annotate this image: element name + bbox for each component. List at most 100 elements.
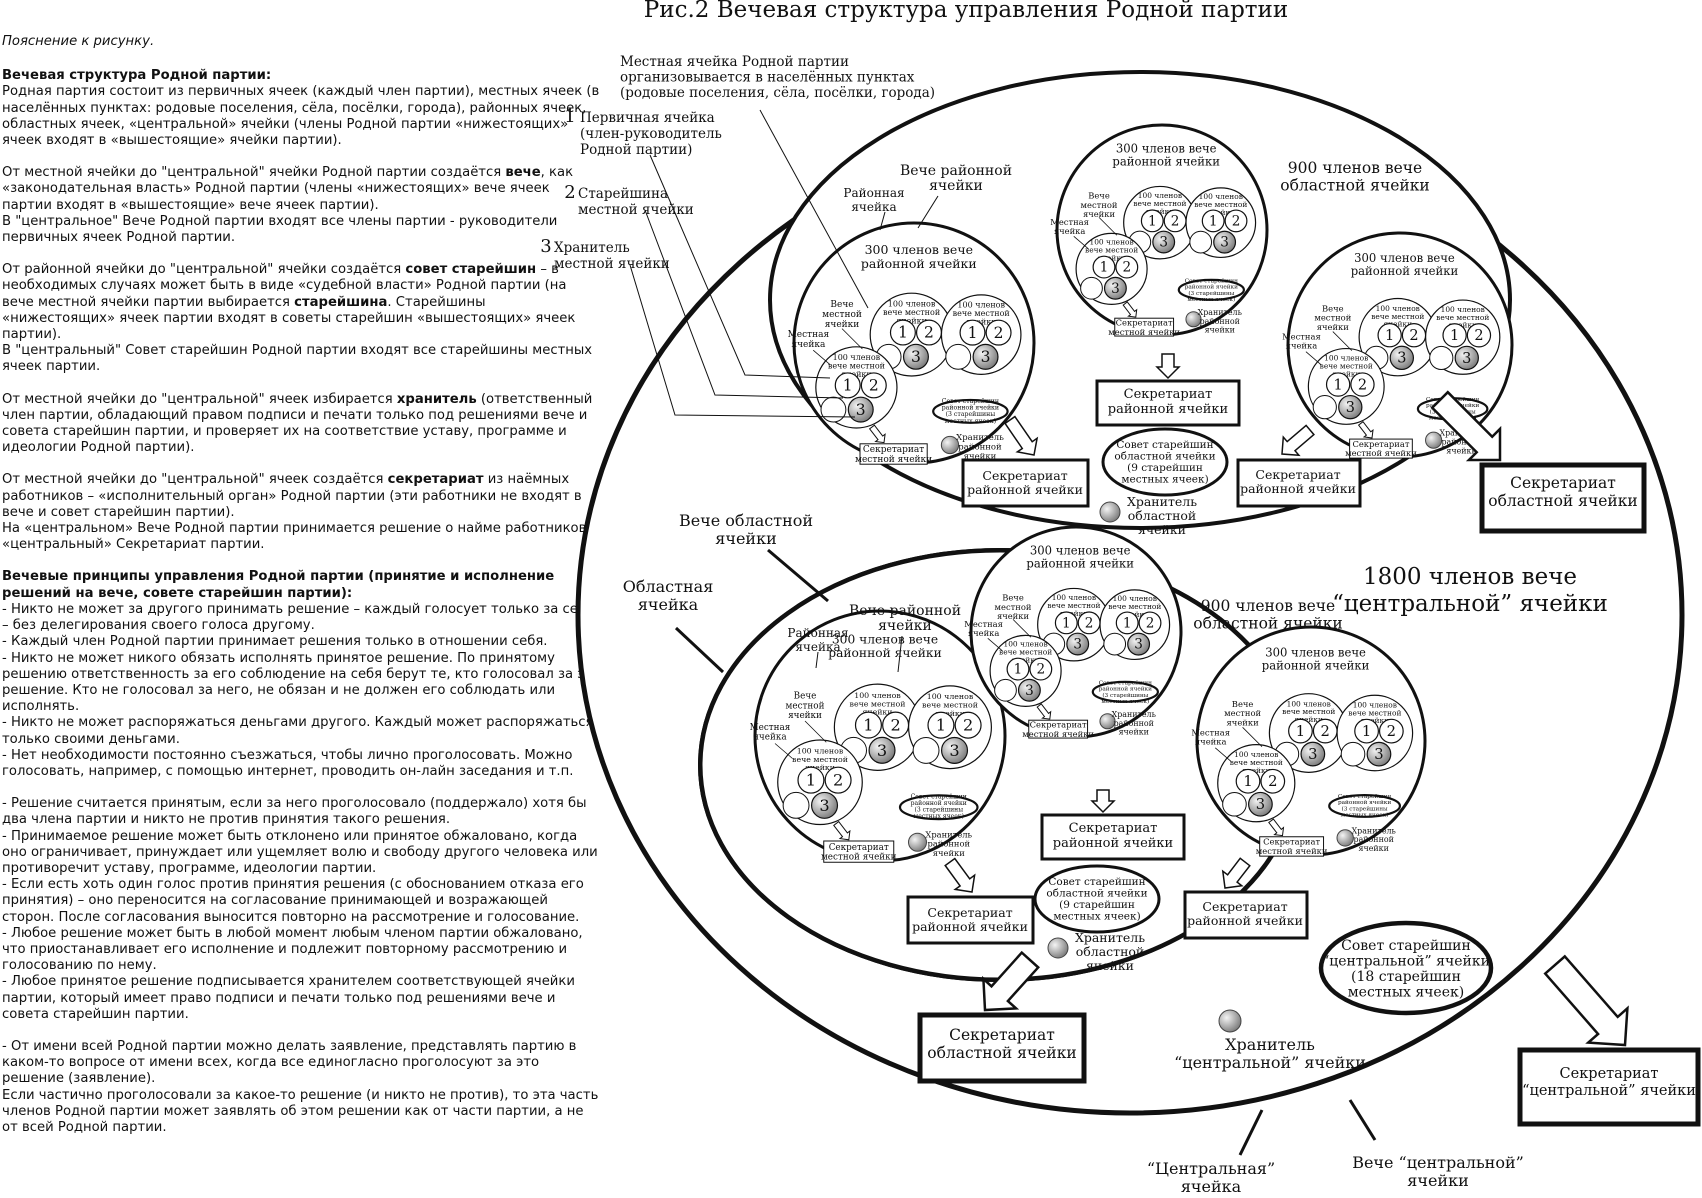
local-cell-name-line: Местная <box>1050 217 1089 227</box>
district-veche-count-line: районной ячейки <box>1351 264 1459 278</box>
label-pointer <box>1305 351 1322 366</box>
district-council-ellipse <box>932 398 1009 424</box>
region-secretariat-box <box>1479 462 1647 534</box>
primary-cell-1 <box>1115 611 1139 635</box>
local-veche-label-line: вече местной <box>1348 708 1401 717</box>
keeper-cell-3 <box>1017 678 1041 702</box>
label-pointer <box>841 328 863 350</box>
local-veche-name-line: ячейки <box>1317 322 1350 332</box>
keeper-cell-3-number-line: 3 <box>1374 746 1383 763</box>
district-secr-arrow-icon <box>1090 789 1116 814</box>
district-keeper-label-line: районной <box>958 443 1002 453</box>
local-veche-label-line: 100 членов <box>1199 192 1243 201</box>
region-council-label-line: Совет старейшин <box>1048 876 1145 888</box>
principles_b-item: - Любое принятое решение подписывается х… <box>2 974 575 1022</box>
local-veche-label-line: 100 членов <box>888 299 936 308</box>
district-keeper-label-line: Хранитель <box>1352 826 1396 835</box>
local-veche-label-line: вече местной <box>1108 602 1161 611</box>
elder-cell-2-number: 2 <box>1232 213 1241 229</box>
local-veche-name-line: местной <box>786 701 825 711</box>
empty-member-circle <box>1222 791 1247 817</box>
district-cell-label-line: ячейка <box>851 200 896 214</box>
keeper-cell-3-number-line: 3 <box>911 348 921 366</box>
region-keeper-label-line: областной <box>1128 508 1197 523</box>
keeper-cell-3 <box>1103 276 1127 300</box>
elder-cell-2-number-line: 2 <box>994 324 1004 342</box>
primary-cell-1-number-line: 1 <box>843 377 853 395</box>
district-secr-arrow-icon <box>1221 857 1251 889</box>
primary-cell-1-number: 1 <box>1385 328 1394 344</box>
primary-cell-1 <box>927 711 955 739</box>
local-veche-name-line: ячейки <box>1083 209 1116 219</box>
elder-cell-2-number-line: 2 <box>1474 328 1483 344</box>
district-secretariat-box <box>961 458 1090 508</box>
primary-cell-1-number: 1 <box>863 716 873 735</box>
principles_b-item: - Любое решение может быть в любой момен… <box>2 925 583 974</box>
district-keeper-label-line: ячейки <box>1119 728 1149 737</box>
keeper-cell-3-number: 3 <box>1220 235 1229 251</box>
keeper-cell-3-number: 3 <box>877 741 887 760</box>
elder-cell-2-number-line: 2 <box>869 377 879 395</box>
local-secretariat-label-line: Секретариат <box>1263 837 1320 847</box>
keeper-cell-3-number: 3 <box>1308 746 1317 763</box>
primary-cell-1 <box>1092 255 1116 279</box>
district-council-ellipse <box>1177 278 1245 301</box>
keeper-cell-3-number: 3 <box>981 348 991 366</box>
caption: Пояснение к рисунку. <box>2 34 155 49</box>
local-secr-arrow-icon <box>833 820 851 841</box>
principles_c-item: - От имени всей Родной партии можно дела… <box>2 1038 577 1087</box>
local-veche-label-line: 100 членов <box>1003 640 1047 649</box>
district-keeper-label-line: Хранитель <box>925 829 972 839</box>
local-secr-arrow-icon <box>1357 420 1374 439</box>
district-keeper-label-line: районной <box>1354 835 1394 844</box>
elder-cell-2-number: 2 <box>1085 615 1094 631</box>
keeper-cell-3-number-line: 3 <box>949 741 959 760</box>
keeper-cell-3 <box>1338 394 1363 420</box>
elder-cell-2 <box>824 766 852 794</box>
empty-member-circle <box>1429 345 1454 371</box>
district-secretariat-label-line: районной ячейки <box>1187 913 1303 928</box>
region-cell-label-line: ячейка <box>638 595 699 614</box>
district-veche-count-line: 300 членов вече <box>1265 646 1366 660</box>
local-veche-label-line: вече местной <box>1230 758 1283 767</box>
label-pointer <box>1348 1099 1377 1141</box>
primary-cell-1-number-line: 1 <box>1209 213 1218 229</box>
local-secretariat-box <box>859 443 928 465</box>
district-council-label-line: местных ячеек) <box>1101 698 1149 705</box>
explanation-text: Пояснение к рисунку. Вечевая структура Р… <box>2 34 602 1136</box>
local-secretariat-label-line: местной ячейки <box>855 455 932 465</box>
district-keeper-label-line: Хранитель <box>1112 710 1156 719</box>
local-secretariat-label-line: Секретариат <box>829 843 889 853</box>
keeper-cell-3-number: 3 <box>1256 796 1265 813</box>
elder-cell-2-number: 2 <box>1387 723 1396 740</box>
principles_a-item: - Никто не может распоряжаться деньгами … <box>2 715 594 747</box>
primary-cell-1 <box>1325 372 1351 397</box>
veche-text-3: В "центральное" Вече Родной партии входя… <box>2 213 558 246</box>
keeper-text: От местной ячейки до "центральной" ячеек… <box>2 391 397 407</box>
primary-cell-1-number: 1 <box>1062 615 1071 631</box>
local-veche-label-line: 100 членов <box>854 691 901 700</box>
council-term: совет старейшин <box>405 262 537 278</box>
region-secr-arrow-icon <box>981 950 1040 1012</box>
elder-cell-2 <box>1115 255 1139 279</box>
keeper-cell-3-number: 3 <box>911 348 921 366</box>
veche-term: вече <box>505 165 541 181</box>
region-council-label-line: (9 старейшин <box>1059 899 1135 911</box>
empty-member-circle <box>1080 276 1103 300</box>
region-veche-count-line: областной ячейки <box>1280 177 1429 195</box>
